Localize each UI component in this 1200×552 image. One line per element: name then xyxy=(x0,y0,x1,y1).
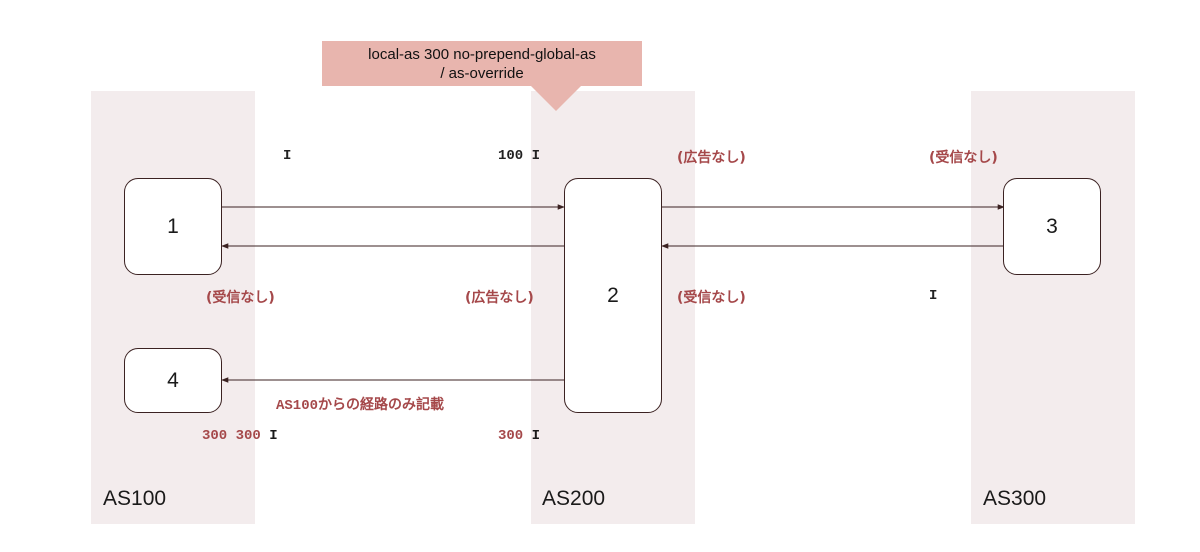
r2-from-r3-not-received-note: (受信なし) xyxy=(677,290,746,306)
config-callout: local-as 300 no-prepend-global-as / as-o… xyxy=(322,41,642,86)
as100-only-note: AS100からの経路のみ記載 xyxy=(276,394,444,414)
router-1: 1 xyxy=(124,178,222,275)
r1-as-path: I xyxy=(283,148,292,164)
r2-to-r4-as-path: 300 I xyxy=(498,428,540,444)
r3-not-received-note: (受信なし) xyxy=(929,150,998,166)
as100-only-prefix: AS100 xyxy=(276,398,319,414)
as300-zone xyxy=(971,91,1135,524)
r3-as-path: I xyxy=(929,288,938,304)
r2-to-r4-as-path-prefix: 300 xyxy=(498,428,524,444)
callout-line-1: local-as 300 no-prepend-global-as xyxy=(368,46,596,63)
callout-pointer xyxy=(530,85,582,111)
callout-line-2: / as-override xyxy=(440,65,524,82)
router-4: 4 xyxy=(124,348,222,413)
r2-as-path-from-as100: 100 I xyxy=(498,148,541,164)
r2-to-r1-not-advertised-note: (広告なし) xyxy=(465,290,534,306)
r4-as-path: 300 300 I xyxy=(202,428,278,444)
router-2: 2 xyxy=(564,178,662,413)
as100-only-suffix: からの経路のみ記載 xyxy=(318,397,445,413)
router-3: 3 xyxy=(1003,178,1101,275)
as200-label: AS200 xyxy=(542,487,606,510)
as100-zone xyxy=(91,91,255,524)
r1-not-received-note: (受信なし) xyxy=(206,290,275,306)
as100-label: AS100 xyxy=(103,487,167,510)
r2-to-r3-not-advertised-note: (広告なし) xyxy=(677,150,746,166)
as300-label: AS300 xyxy=(983,487,1047,510)
r4-as-path-origin: I xyxy=(269,428,278,444)
r4-as-path-prefix: 300 300 xyxy=(202,428,261,444)
r2-to-r4-as-path-origin: I xyxy=(531,428,541,444)
